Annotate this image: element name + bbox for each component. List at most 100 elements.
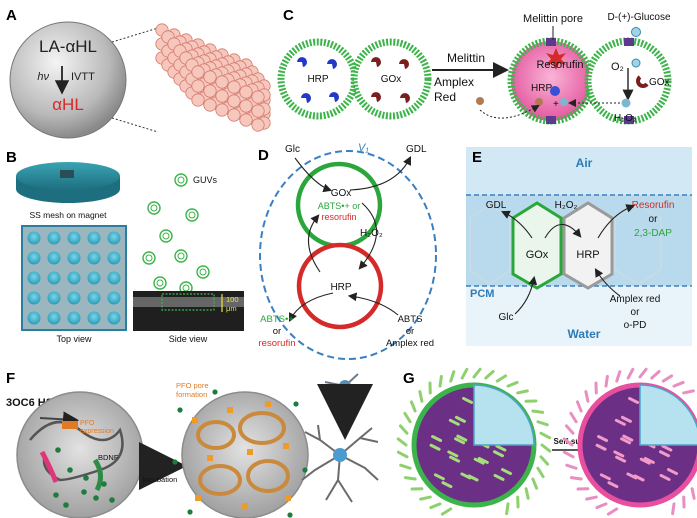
mesh-hole (27, 311, 41, 325)
rod (626, 367, 635, 380)
mesh-hole (87, 291, 101, 305)
hrp-right-label: HRP (531, 83, 552, 94)
inner-rod (659, 473, 671, 481)
rod (584, 390, 590, 403)
glucose-molecule (631, 27, 641, 37)
v1-label: V₁ (358, 142, 369, 154)
mesh-hole (87, 271, 101, 285)
pfo-pores (172, 389, 308, 518)
panel-letter-b: B (6, 149, 17, 166)
hrp-hex-cell (562, 201, 614, 290)
bdnf-molecule (67, 467, 73, 473)
droplet (215, 89, 229, 103)
enzyme-glyphs (297, 57, 410, 103)
pfo-expression-2: expression (80, 428, 114, 435)
incubation-label: Incubation (143, 475, 178, 484)
rod (399, 463, 412, 470)
mesh-hole (67, 251, 81, 265)
air-label: Air (576, 156, 593, 170)
inner-rod (449, 455, 461, 463)
inner-rod (595, 443, 607, 451)
or-label-1: or (273, 326, 281, 337)
mesh-hole (67, 271, 81, 285)
bdnf-molecule (55, 447, 61, 453)
inner-rod (454, 437, 466, 445)
ivtt-label: IVTT (71, 71, 95, 83)
droplet (191, 93, 205, 107)
rod (564, 424, 575, 435)
mesh-patch (60, 170, 74, 178)
rod (524, 487, 530, 500)
glucose-inside (631, 58, 641, 68)
rods-inside-right (595, 396, 679, 489)
droplet (227, 80, 241, 94)
inner-rod (454, 415, 466, 423)
rod (585, 495, 598, 501)
o2-label: O₂ (611, 61, 624, 73)
abts-radical-label: ABTS•+ or (318, 201, 360, 211)
released-bdnf (212, 389, 218, 395)
gox-right-label: GOx (649, 77, 670, 88)
guv-inner (177, 252, 185, 260)
panel-letter-f: F (6, 370, 15, 387)
released-bdnf (172, 459, 178, 465)
inner-rod (643, 456, 655, 464)
bdnf-molecule (101, 481, 107, 487)
ahl-label: αHL (52, 95, 84, 114)
pfo-pore (227, 407, 233, 413)
droplet (251, 104, 265, 118)
glc-arrow (514, 275, 538, 315)
rod (419, 495, 432, 501)
gox-label: GOx (331, 188, 352, 199)
rod (540, 443, 552, 453)
side-view-caption: Side view (169, 334, 208, 344)
gox-glyph (636, 75, 649, 88)
rod (562, 437, 574, 447)
hv-label: hν (37, 71, 49, 83)
rod (438, 374, 443, 388)
bdnf-molecule (63, 502, 69, 508)
la-ahl-label: LA-αHL (39, 37, 97, 56)
cutaway-left (473, 384, 535, 446)
droplet (227, 94, 241, 108)
rod (536, 420, 549, 427)
guvs-label: GUVs (193, 175, 218, 185)
inner-rod (633, 474, 645, 482)
rod (562, 450, 575, 459)
droplet (203, 84, 217, 98)
released-bdnf (187, 509, 193, 515)
inner-rod (614, 418, 626, 426)
v1-boundary (259, 150, 437, 360)
gox-hex-cell (511, 201, 563, 290)
droplet (251, 90, 265, 104)
h2o2-arrow (358, 202, 378, 270)
bdnf-label: BDNF (98, 453, 119, 462)
mesh-hole (27, 291, 41, 305)
vesicle-1 (196, 420, 236, 450)
rod (661, 374, 674, 383)
guv-outer (147, 201, 161, 215)
product-out-arrow (289, 292, 334, 322)
rod (690, 487, 696, 500)
panel-f: F 3OC6 HSL PFO expression BDNF Incubatio… (6, 370, 379, 518)
product-arrow (597, 204, 636, 239)
mesh-hole (87, 251, 101, 265)
scale-unit: μm (226, 304, 237, 313)
inner-rod (613, 450, 625, 458)
bdnf-molecule (53, 492, 59, 498)
h2o2-label: H₂O₂ (360, 228, 383, 239)
pfo-gene (62, 421, 78, 429)
mesh-hole (87, 231, 101, 245)
inner-rod (620, 437, 632, 445)
cell-before (16, 391, 144, 518)
guv-outer (159, 229, 173, 243)
amplex-label: Amplex red (610, 294, 661, 305)
rod (671, 502, 676, 516)
amplex-red-label: Amplex red (386, 338, 434, 349)
rod (403, 411, 412, 424)
inner-rod (639, 457, 651, 465)
droplet (227, 108, 241, 122)
peroxide-inside (560, 98, 568, 106)
guv-inner (177, 176, 185, 184)
glc-label: Glc (285, 144, 300, 155)
